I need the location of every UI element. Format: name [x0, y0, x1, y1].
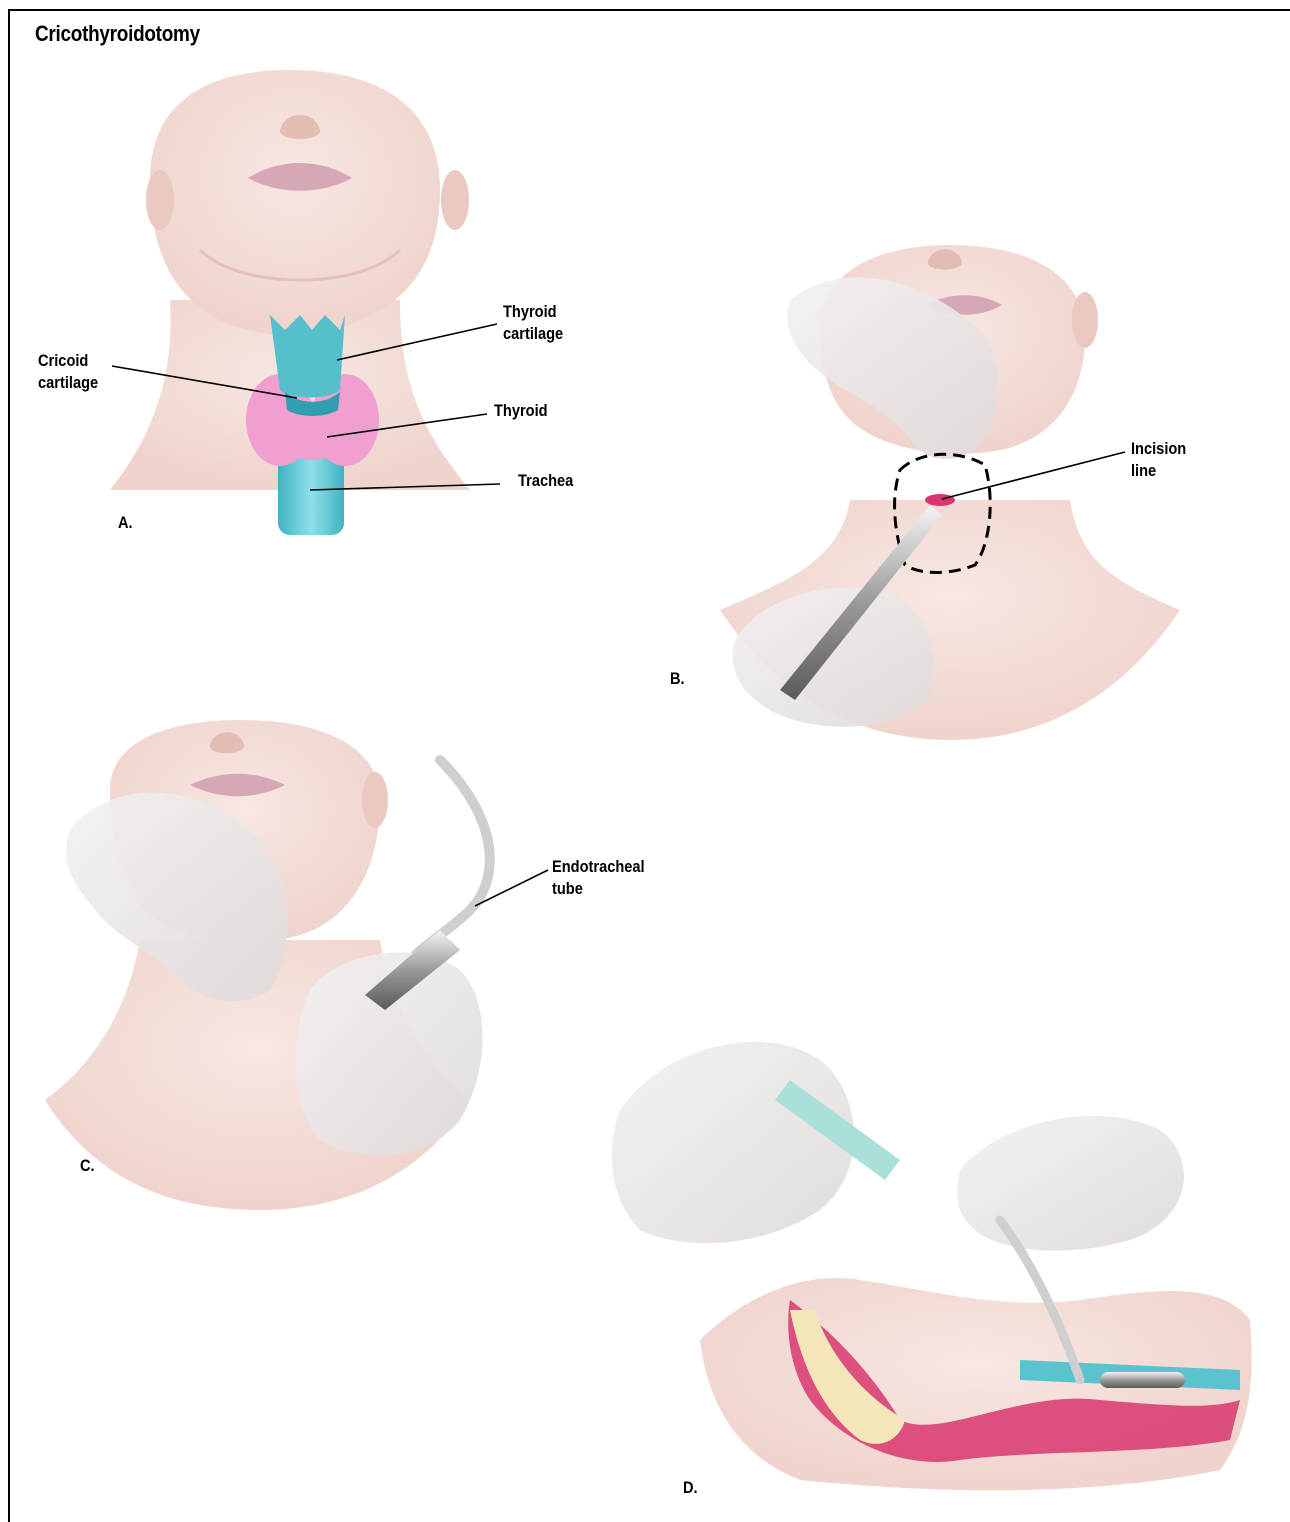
- panel-a-illustration: [110, 70, 470, 535]
- label-cricoid-cartilage-line1: Cricoid: [38, 350, 98, 372]
- panel-b-letter: B.: [670, 668, 685, 690]
- panel-c-endotracheal-tube: [410, 760, 490, 960]
- label-thyroid: Thyroid: [494, 400, 548, 422]
- panel-b-ear: [1072, 292, 1098, 348]
- panel-a-letter: A.: [118, 512, 133, 534]
- panel-a-left-ear: [146, 170, 174, 230]
- panel-c-letter: C.: [80, 1155, 95, 1177]
- label-endotracheal-tube-line2: tube: [552, 878, 645, 900]
- panel-c-ear: [362, 772, 388, 828]
- label-incision-line-line1: Incision: [1131, 438, 1186, 460]
- label-thyroid-cartilage: Thyroid cartilage: [503, 301, 563, 345]
- label-endotracheal-tube: Endotracheal tube: [552, 856, 645, 900]
- panel-d-upper-glove: [612, 1042, 854, 1243]
- panel-a-head: [150, 70, 440, 335]
- label-cricoid-cartilage-line2: cartilage: [38, 372, 98, 394]
- panel-d-tube-tip: [1100, 1372, 1185, 1388]
- label-incision-line: Incision line: [1131, 438, 1186, 482]
- label-endotracheal-tube-line1: Endotracheal: [552, 856, 645, 878]
- label-incision-line-line2: line: [1131, 460, 1186, 482]
- label-cricoid-cartilage: Cricoid cartilage: [38, 350, 98, 394]
- panel-d-letter: D.: [683, 1477, 698, 1499]
- label-trachea: Trachea: [518, 470, 573, 492]
- panel-c-illustration: [45, 720, 490, 1210]
- panel-d-right-glove: [957, 1116, 1184, 1251]
- panel-a-right-ear: [441, 170, 469, 230]
- panel-d-illustration: [612, 1042, 1252, 1490]
- panel-a-thyroid-cartilage: [270, 315, 345, 398]
- leader-incision-line: [942, 452, 1125, 499]
- panel-b-illustration: [720, 245, 1180, 740]
- panel-b-incision: [925, 494, 955, 506]
- label-thyroid-cartilage-line2: cartilage: [503, 323, 563, 345]
- label-thyroid-cartilage-line1: Thyroid: [503, 301, 563, 323]
